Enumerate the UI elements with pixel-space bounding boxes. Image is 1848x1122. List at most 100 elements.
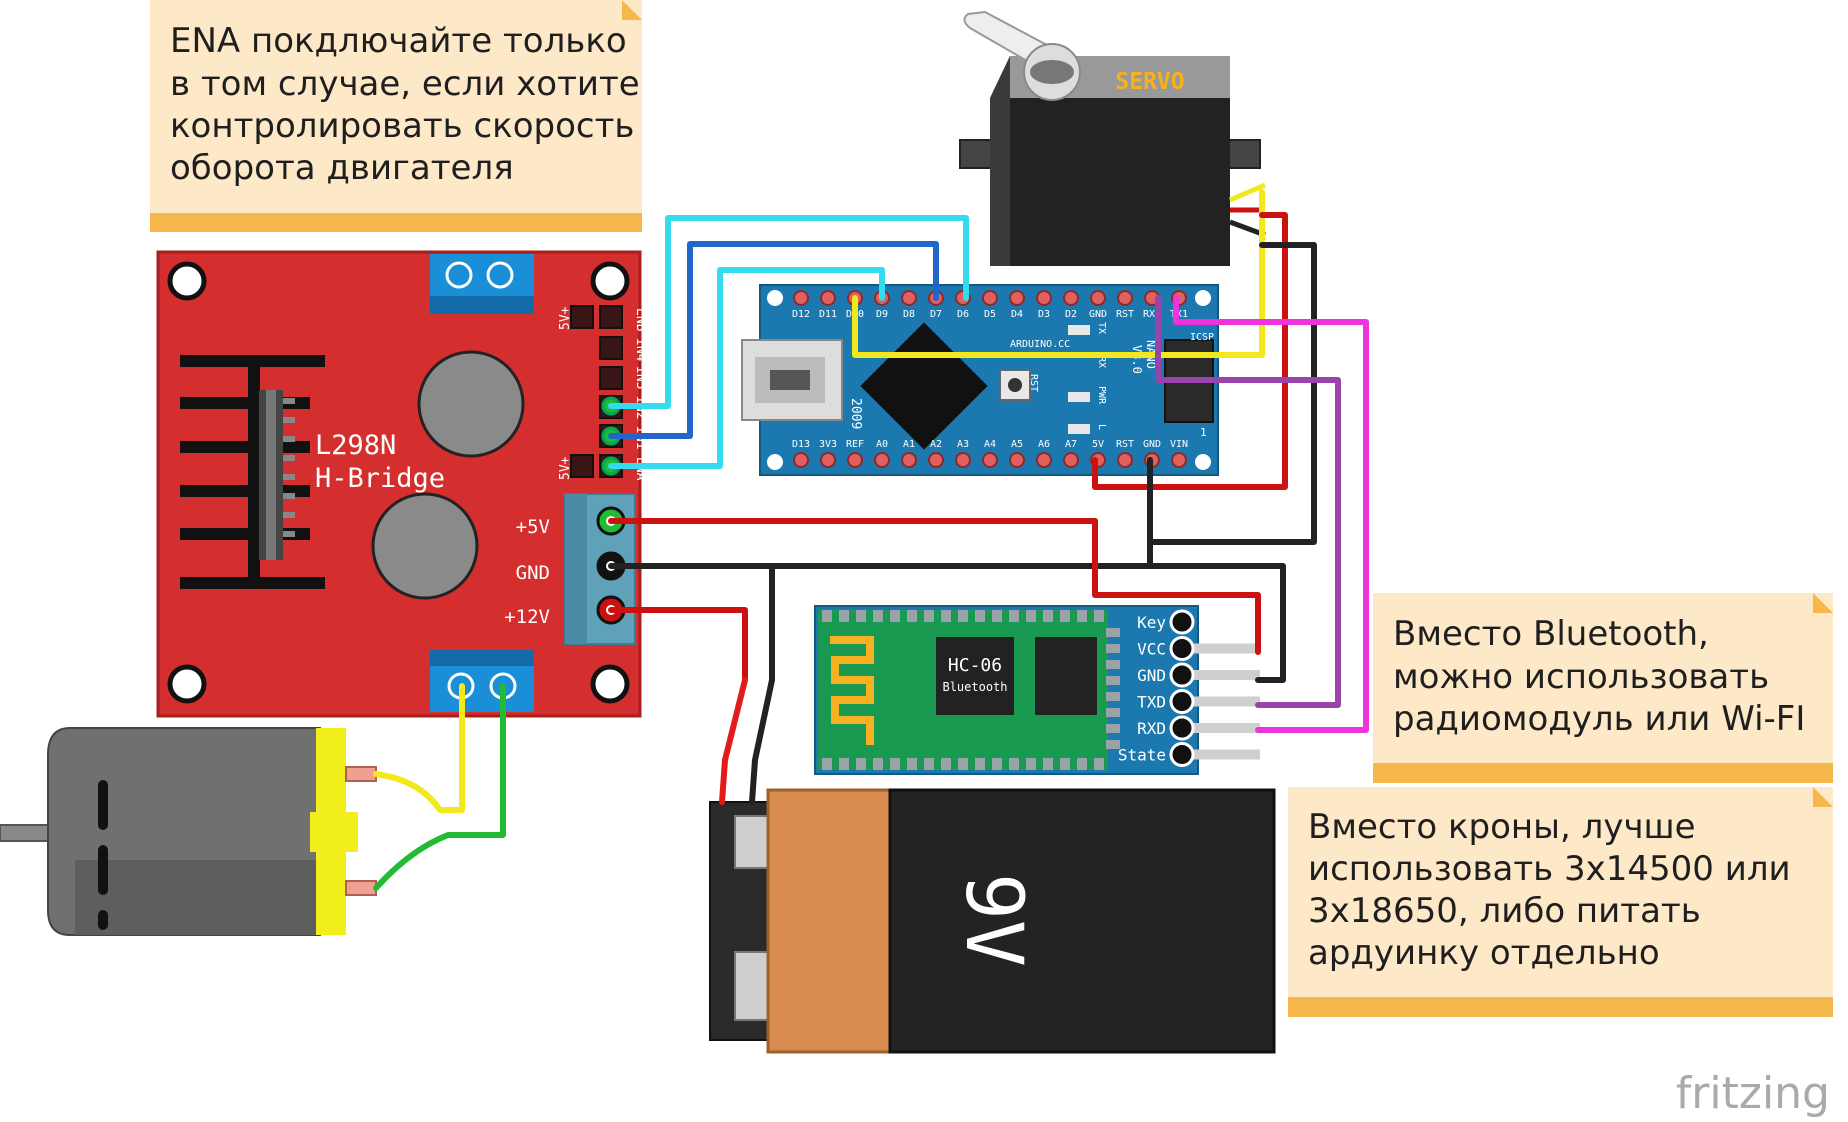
bt-pad [1077, 610, 1087, 622]
bt-pad [890, 758, 900, 770]
bt-pad [941, 610, 951, 622]
bt-pad [890, 610, 900, 622]
wire-ena-cyan [608, 267, 885, 469]
wire-12v-red [608, 607, 748, 683]
icsp-label: ICSP [1190, 332, 1214, 343]
arduino-pin-label: D3 [1038, 309, 1050, 320]
wire-motor-yellow [373, 683, 465, 813]
bt-pad [1094, 610, 1104, 622]
bt-pad [856, 758, 866, 770]
arduino-pin-label: D8 [903, 309, 915, 320]
bt-pin [1169, 636, 1195, 661]
bt-pin-label: TXD [1137, 693, 1166, 712]
bt-castellated-pads [822, 610, 1120, 770]
bt-pad [1106, 644, 1120, 653]
pin-label-in4: IN4 [633, 338, 648, 362]
wire-servo-vcc-red [1092, 212, 1288, 490]
arduino-pin-label: A7 [1065, 439, 1077, 450]
arduino-pin-label: D7 [930, 309, 942, 320]
arduino-pin-label: REF [846, 439, 864, 450]
pwr-label: PWR [1096, 386, 1107, 405]
arduino-brand: ARDUINO.CC [1010, 339, 1070, 350]
bt-pad [992, 610, 1002, 622]
pin-label-enb: ENB [633, 308, 648, 332]
bt-pad [907, 758, 917, 770]
battery-note-line: ардуинку отдельно [1308, 933, 1660, 973]
bt-pad [1060, 610, 1070, 622]
arduino-pin-label: RST [1116, 309, 1134, 320]
bt-pad [907, 610, 917, 622]
bt-pad [975, 758, 985, 770]
arduino-pin-label: GND [1143, 439, 1161, 450]
bt-pad [992, 758, 1002, 770]
arduino-pin-label: 5V [1092, 439, 1104, 450]
arduino-pin [901, 452, 917, 468]
arduino-pin [955, 452, 971, 468]
rst-label: RST [1028, 374, 1039, 392]
arduino-pin [793, 452, 809, 468]
bt-pad [1043, 758, 1053, 770]
arduino-pin [1171, 452, 1187, 468]
bt-pad [873, 758, 883, 770]
bt-pin-lead [1180, 643, 1260, 654]
bt-pad [822, 758, 832, 770]
bt-pin [1169, 662, 1195, 688]
arduino-pin [847, 452, 863, 468]
bt-pad [1106, 628, 1120, 637]
bt-pad [873, 610, 883, 622]
servo-label: SERVO [1115, 69, 1184, 95]
bt-pad [1106, 708, 1120, 717]
arduino-pin-label: A3 [957, 439, 969, 450]
arduino-pin-label: D11 [819, 309, 837, 320]
wire-battery-pos-red [719, 677, 748, 805]
bluetooth-note-line: Вместо Bluetooth, [1393, 614, 1709, 654]
mounting-hole [767, 290, 783, 306]
arduino-pin-label: RX0 [1143, 309, 1161, 320]
wire-bt-vcc-red [1092, 518, 1261, 655]
arduino-pin [1117, 452, 1133, 468]
mounting-hole [767, 454, 783, 470]
arduino-year: 2009 [848, 398, 863, 429]
arduino-pin [1036, 452, 1052, 468]
bt-pad [1106, 660, 1120, 669]
wire-in1-cyan [608, 215, 969, 409]
bt-pad [1060, 758, 1070, 770]
bt-chip [1035, 637, 1097, 715]
arduino-pin [982, 452, 998, 468]
capacitor [417, 350, 525, 458]
bt-module-name: HC-06 [948, 655, 1002, 676]
bt-pad [839, 610, 849, 622]
icsp-pin-one-label: 1 [1200, 426, 1207, 439]
bluetooth-note-line: можно использовать [1393, 657, 1769, 697]
bt-pin-lead [1180, 670, 1260, 680]
bt-pin-label: GND [1137, 666, 1166, 685]
bt-pin-lead [1180, 723, 1260, 733]
arduino-pin [1009, 290, 1025, 306]
battery-note: Вместо кроны, лучше использовать 3x14500… [1288, 787, 1833, 1017]
mounting-hole [590, 664, 630, 704]
battery-label: 9V [948, 873, 1038, 967]
pin-label-in3: IN3 [633, 366, 648, 389]
bt-pin [1169, 689, 1195, 714]
wire-rx-magenta [1173, 295, 1369, 733]
bt-pad [1106, 676, 1120, 685]
bt-pad [958, 758, 968, 770]
arduino-pin-label: RST [1116, 439, 1134, 450]
bt-module-subtitle: Bluetooth [942, 680, 1007, 694]
capacitor [371, 492, 479, 600]
arduino-pin [1036, 290, 1052, 306]
ena-note-line: контролировать скорость [170, 106, 634, 146]
bt-pad [1106, 692, 1120, 701]
battery-note-line: 3x18650, либо питать [1308, 891, 1701, 931]
fritzing-watermark: fritzing [1676, 1068, 1830, 1119]
bt-pin-label: State [1118, 746, 1166, 765]
arduino-pin-label: A0 [876, 439, 888, 450]
battery-note-line: Вместо кроны, лучше [1308, 807, 1696, 847]
bt-pad [924, 758, 934, 770]
power-label-5v: +5V [516, 516, 550, 538]
bluetooth-note-line: радиомодуль или Wi-FI [1393, 699, 1805, 739]
arduino-version: V3.0 [1130, 345, 1144, 374]
bluetooth-note: Вместо Bluetooth, можно использовать рад… [1373, 593, 1833, 783]
bt-pad [1026, 758, 1036, 770]
